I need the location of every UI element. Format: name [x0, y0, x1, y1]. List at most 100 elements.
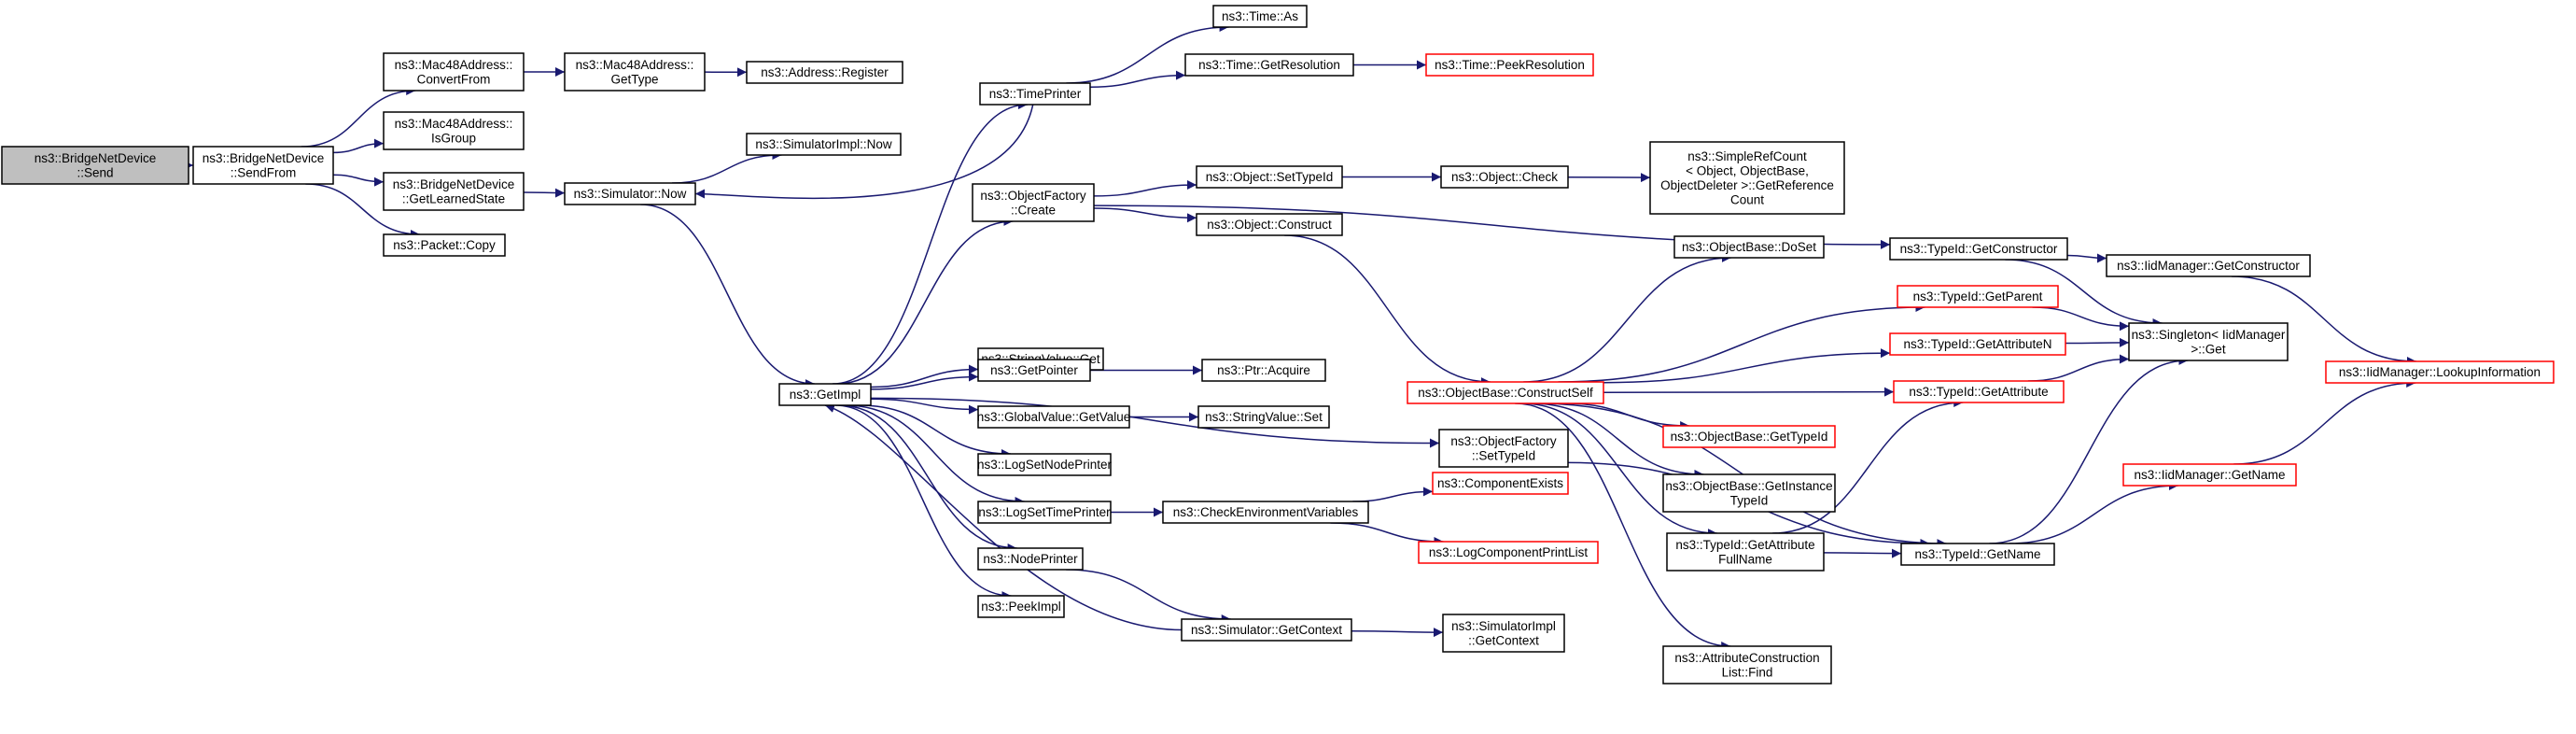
node-timeas[interactable]: ns3::Time::As [1212, 5, 1308, 28]
node-box[interactable] [2325, 360, 2555, 384]
node-objconstruct[interactable]: ns3::Object::Construct [1196, 213, 1343, 236]
node-box[interactable] [972, 183, 1095, 222]
node-box[interactable] [1666, 532, 1825, 572]
node-sendfrom[interactable]: ns3::BridgeNetDevice::SendFrom [192, 146, 334, 185]
node-box[interactable] [564, 52, 706, 92]
node-nodeprinter[interactable]: ns3::NodePrinter [977, 547, 1084, 571]
node-label-line: ns3::Mac48Address:: [395, 117, 513, 131]
node-singletonget[interactable]: ns3::Singleton< IidManager>::Get [2128, 322, 2289, 361]
node-peekimpl[interactable]: ns3::PeekImpl [977, 595, 1065, 618]
node-box[interactable] [192, 146, 334, 185]
node-typeidgetattributen[interactable]: ns3::TypeId::GetAttributeN [1889, 332, 2066, 356]
node-getimpl[interactable]: ns3::GetImpl [778, 383, 872, 406]
node-box[interactable] [1889, 237, 2068, 261]
node-box[interactable] [1196, 213, 1343, 236]
node-constructself[interactable]: ns3::ObjectBase::ConstructSelf [1407, 381, 1604, 404]
node-box[interactable] [746, 133, 902, 156]
node-objbasegettypeid[interactable]: ns3::ObjectBase::GetTypeId [1662, 425, 1836, 448]
node-box[interactable] [1212, 5, 1308, 28]
node-objsettypeid[interactable]: ns3::Object::SetTypeId [1196, 165, 1343, 189]
node-box[interactable] [1407, 381, 1604, 404]
node-iidmanagergetname[interactable]: ns3::IidManager::GetName [2122, 463, 2297, 487]
node-ptracquire[interactable]: ns3::Ptr::Acquire [1201, 359, 1326, 382]
node-box[interactable] [1197, 405, 1330, 429]
node-box[interactable] [2128, 322, 2289, 361]
node-box[interactable] [1418, 541, 1599, 564]
node-timeprinter[interactable]: ns3::TimePrinter [979, 82, 1091, 106]
node-convertfrom[interactable]: ns3::Mac48Address::ConvertFrom [383, 52, 525, 92]
node-box[interactable] [1649, 141, 1845, 215]
node-box[interactable] [979, 82, 1091, 106]
node-box[interactable] [778, 383, 872, 406]
node-box[interactable] [2122, 463, 2297, 487]
node-box[interactable] [977, 595, 1065, 618]
edge-getimpl-to-nodeprinter [838, 404, 1017, 553]
node-lookupinformation[interactable]: ns3::IidManager::LookupInformation [2325, 360, 2555, 384]
node-box[interactable] [1425, 53, 1594, 77]
node-box[interactable] [1, 146, 189, 185]
node-box[interactable] [977, 405, 1130, 429]
node-typeidgetname[interactable]: ns3::TypeId::GetName [1900, 543, 2055, 566]
node-componentexists[interactable]: ns3::ComponentExists [1432, 472, 1569, 495]
node-packetcopy[interactable]: ns3::Packet::Copy [383, 233, 506, 257]
node-box[interactable] [1201, 359, 1326, 382]
node-box[interactable] [1662, 645, 1832, 685]
node-getresolution[interactable]: ns3::Time::GetResolution [1184, 53, 1354, 77]
node-box[interactable] [383, 233, 506, 257]
node-peekresolution[interactable]: ns3::Time::PeekResolution [1425, 53, 1594, 77]
node-typeidgetparent[interactable]: ns3::TypeId::GetParent [1897, 285, 2059, 308]
node-box[interactable] [2106, 254, 2311, 277]
node-typeidgetconstructor[interactable]: ns3::TypeId::GetConstructor [1889, 237, 2068, 261]
node-logcomponentprintlist[interactable]: ns3::LogComponentPrintList [1418, 541, 1599, 564]
node-box[interactable] [1184, 53, 1354, 77]
node-box[interactable] [1438, 429, 1569, 468]
node-logsetnodeprinter[interactable]: ns3::LogSetNodePrinter [977, 453, 1113, 476]
node-box[interactable] [1897, 285, 2059, 308]
node-getpointer[interactable]: ns3::GetPointer [977, 359, 1091, 382]
node-box[interactable] [1673, 235, 1825, 259]
node-getlearnedstate[interactable]: ns3::BridgeNetDevice::GetLearnedState [383, 172, 525, 211]
node-objcheck[interactable]: ns3::Object::Check [1440, 165, 1569, 189]
node-box[interactable] [1662, 473, 1836, 513]
node-objfactorysettypeid[interactable]: ns3::ObjectFactory::SetTypeId [1438, 429, 1569, 468]
node-box[interactable] [564, 182, 696, 205]
node-box[interactable] [1440, 165, 1569, 189]
node-logsettimeprinter[interactable]: ns3::LogSetTimePrinter [977, 501, 1112, 524]
node-addrregister[interactable]: ns3::Address::Register [746, 61, 903, 84]
node-simgetcontext[interactable]: ns3::Simulator::GetContext [1181, 618, 1352, 642]
node-isgroup[interactable]: ns3::Mac48Address::IsGroup [383, 111, 525, 150]
node-simimplgetcontext[interactable]: ns3::SimulatorImpl::GetContext [1442, 614, 1565, 653]
node-mac48gettype[interactable]: ns3::Mac48Address::GetType [564, 52, 706, 92]
node-simimplnow[interactable]: ns3::SimulatorImpl::Now [746, 133, 902, 156]
node-box[interactable] [977, 547, 1084, 571]
node-typeidgetattribute[interactable]: ns3::TypeId::GetAttribute [1893, 380, 2065, 403]
node-box[interactable] [977, 359, 1091, 382]
node-objbasedoset[interactable]: ns3::ObjectBase::DoSet [1673, 235, 1825, 259]
node-box[interactable] [383, 111, 525, 150]
node-iidmanagergetconstructor[interactable]: ns3::IidManager::GetConstructor [2106, 254, 2311, 277]
node-send[interactable]: ns3::BridgeNetDevice::Send [1, 146, 189, 185]
node-box[interactable] [1889, 332, 2066, 356]
node-box[interactable] [383, 52, 525, 92]
node-box[interactable] [1442, 614, 1565, 653]
node-box[interactable] [977, 501, 1112, 524]
node-stringvalueset[interactable]: ns3::StringValue::Set [1197, 405, 1330, 429]
node-checkenv[interactable]: ns3::CheckEnvironmentVariables [1162, 501, 1369, 524]
node-box[interactable] [1893, 380, 2065, 403]
node-box[interactable] [746, 61, 903, 84]
node-box[interactable] [1181, 618, 1352, 642]
node-box[interactable] [1662, 425, 1836, 448]
node-box[interactable] [383, 172, 525, 211]
node-simnow[interactable]: ns3::Simulator::Now [564, 182, 696, 205]
node-box[interactable] [977, 453, 1112, 476]
node-globalvaluegetvalue[interactable]: ns3::GlobalValue::GetValue [977, 405, 1131, 429]
node-box[interactable] [1162, 501, 1369, 524]
node-simplerefcount[interactable]: ns3::SimpleRefCount< Object, ObjectBase,… [1649, 141, 1845, 215]
node-box[interactable] [1196, 165, 1343, 189]
node-objfactorycreate[interactable]: ns3::ObjectFactory::Create [972, 183, 1095, 222]
node-box[interactable] [1900, 543, 2055, 566]
node-box[interactable] [1432, 472, 1569, 495]
